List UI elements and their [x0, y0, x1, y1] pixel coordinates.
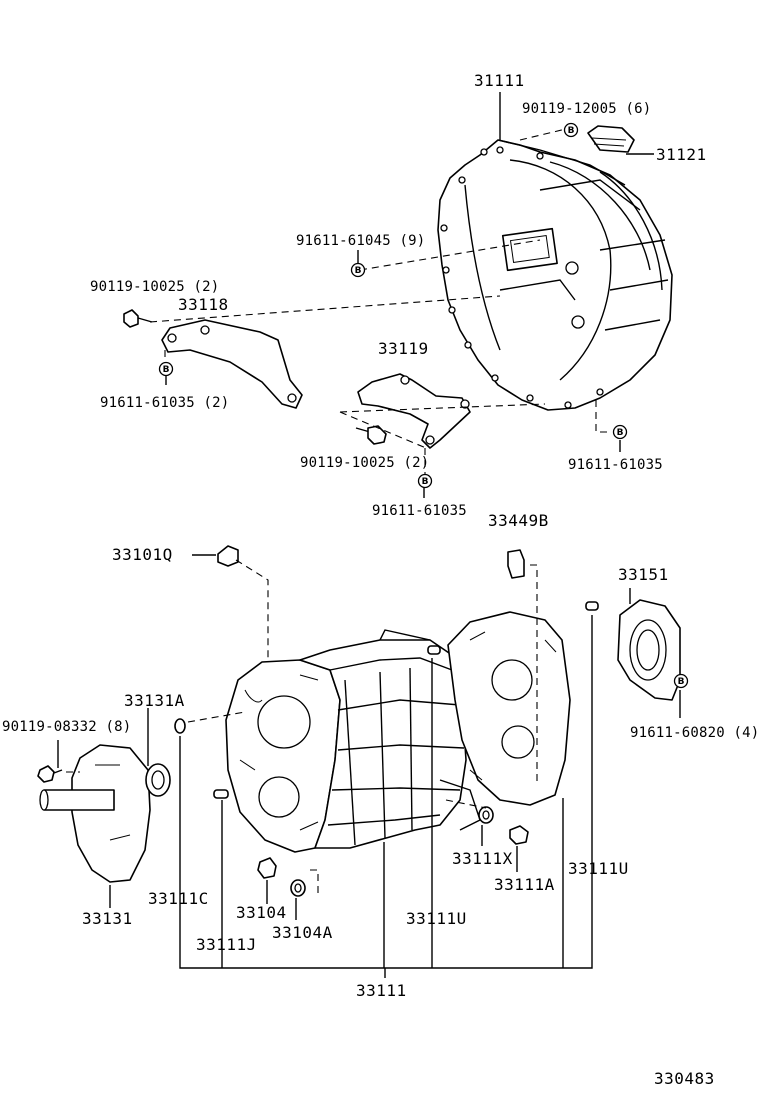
- pin-33111C: [174, 718, 186, 734]
- label-33111J: 33111J: [196, 935, 257, 954]
- bolt-marker-b: B: [417, 473, 433, 489]
- svg-text:B: B: [163, 365, 170, 375]
- svg-text:B: B: [678, 677, 685, 687]
- diagram-id: 330483: [654, 1069, 715, 1088]
- label-33101Q: 33101Q: [112, 545, 173, 564]
- bolt-90119-10025-b: [355, 425, 387, 445]
- bearing-retainer-33131: [39, 744, 151, 883]
- label-91611-60820: 91611-60820 (4): [630, 725, 760, 741]
- case-rear-plate: [447, 611, 571, 806]
- pin-33111J: [213, 789, 229, 799]
- gasket-33111X: [478, 806, 494, 824]
- label-33111U-mid: 33111U: [406, 909, 467, 928]
- svg-text:B: B: [355, 266, 362, 276]
- bracket-33119: [357, 373, 471, 449]
- label-33111U-right: 33111U: [568, 859, 629, 878]
- pin-33111U-right: [585, 601, 599, 611]
- bell-housing-31111: [437, 139, 673, 411]
- label-33131: 33131: [82, 909, 133, 928]
- label-91611-61035-b: 91611-61035: [372, 503, 467, 519]
- label-33111C: 33111C: [148, 889, 209, 908]
- label-31121: 31121: [656, 145, 707, 164]
- oil-seal-33131A: [145, 763, 171, 797]
- svg-text:B: B: [422, 477, 429, 487]
- label-33104A: 33104A: [272, 923, 333, 942]
- label-90119-12005: 90119-12005 (6): [522, 101, 652, 117]
- label-33119: 33119: [378, 339, 429, 358]
- transmission-case-33111: [225, 629, 481, 853]
- label-33104: 33104: [236, 903, 287, 922]
- label-33111A: 33111A: [494, 875, 555, 894]
- label-33111-bottom: 33111: [356, 981, 407, 1000]
- clip-33449B: [507, 549, 525, 579]
- label-33151: 33151: [618, 565, 669, 584]
- label-91611-61035-a: 91611-61035: [568, 457, 663, 473]
- label-33111X: 33111X: [452, 849, 513, 868]
- svg-text:B: B: [568, 126, 575, 136]
- cover-31121: [587, 125, 635, 153]
- plug-33111A: [509, 825, 529, 845]
- bolt-marker-b: B: [612, 424, 628, 440]
- bolt-marker-b: B: [563, 122, 579, 138]
- bolt-90119-08332: [37, 765, 63, 783]
- label-33449B: 33449B: [488, 511, 549, 530]
- pin-33111U-top: [427, 645, 441, 655]
- label-91611-61045: 91611-61045 (9): [296, 233, 426, 249]
- label-33118: 33118: [178, 295, 229, 314]
- plug-33104: [257, 857, 277, 879]
- label-33131A: 33131A: [124, 691, 185, 710]
- bolt-marker-b: B: [673, 673, 689, 689]
- bolt-marker-b: B: [158, 361, 174, 377]
- plug-33101Q: [217, 545, 239, 567]
- svg-text:B: B: [617, 428, 624, 438]
- label-90119-10025-b: 90119-10025 (2): [300, 455, 430, 471]
- bolt-marker-b: B: [350, 262, 366, 278]
- gasket-33104A: [290, 879, 306, 897]
- label-90119-08332: 90119-08332 (8): [2, 719, 132, 735]
- bolt-90119-10025-a: [123, 309, 153, 328]
- label-90119-10025-a: 90119-10025 (2): [90, 279, 220, 295]
- label-31111-top: 31111: [474, 71, 525, 90]
- label-91611-61035-2: 91611-61035 (2): [100, 395, 230, 411]
- bracket-33118: [161, 319, 303, 409]
- seal-retainer-33151: [617, 599, 681, 701]
